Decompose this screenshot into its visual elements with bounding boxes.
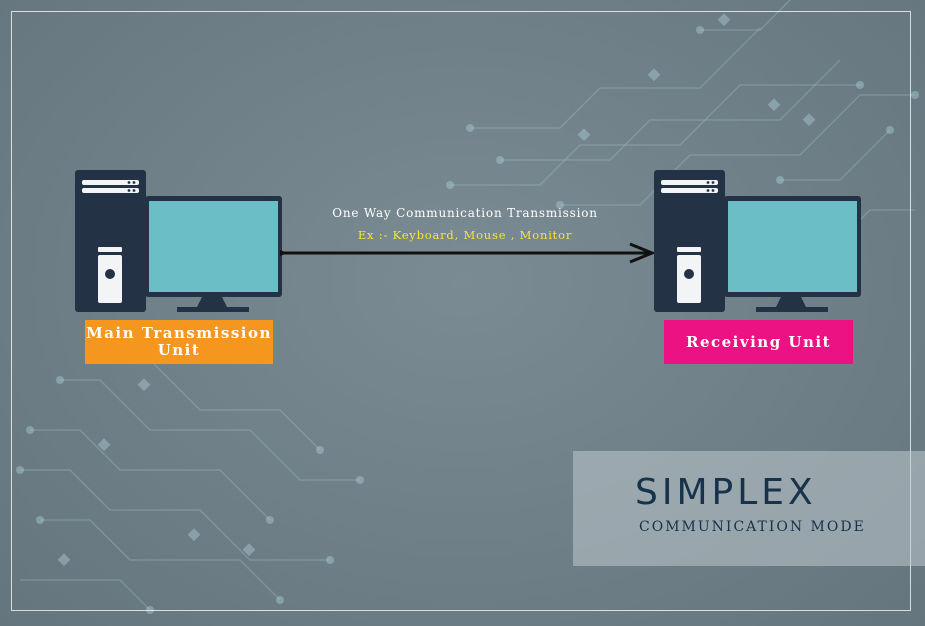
arrow-caption: One Way Communication Transmission [300,206,630,220]
diagram-subtitle: COMMUNICATION MODE [639,519,866,535]
sender-computer-icon [75,170,285,315]
receiver-computer-icon [654,170,864,315]
sender-label: Main Transmission Unit [85,320,273,364]
receiver-label: Receiving Unit [664,320,853,364]
title-panel: SIMPLEX COMMUNICATION MODE [573,451,925,566]
diagram-title: SIMPLEX [635,473,817,513]
example-caption: Ex :- Keyboard, Mouse , Monitor [300,228,630,242]
